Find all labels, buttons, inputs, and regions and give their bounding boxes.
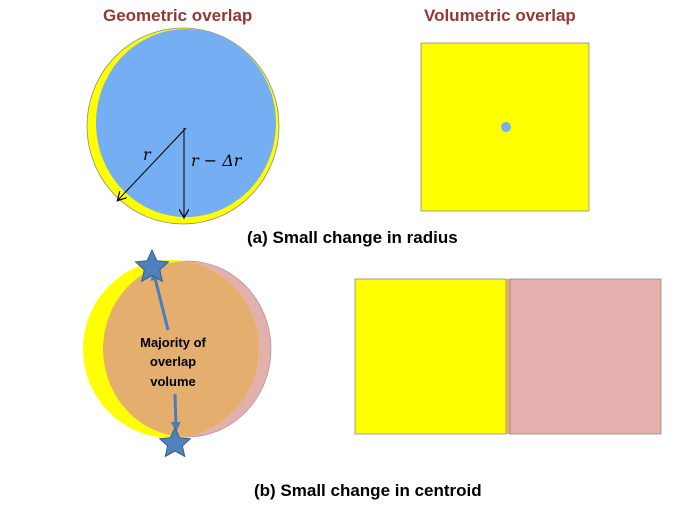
volumetric-rect-yellow [354, 278, 507, 435]
top-star-icon [134, 248, 170, 283]
radius-r-arrow [118, 127, 187, 200]
inner-circle-blue [96, 29, 276, 217]
overlap-region [103, 261, 259, 437]
majority-label-line1: Majority of [140, 335, 206, 350]
arrow-to-bottom-star [170, 393, 181, 432]
label-r: r [143, 145, 152, 164]
volumetric-dot [501, 122, 511, 132]
arrow-to-top-star [150, 270, 170, 331]
majority-label-line2: overlap [150, 354, 196, 369]
caption-b: (b) Small change in centroid [254, 481, 482, 500]
bottom-star-icon [158, 426, 192, 458]
majority-label-line3: volume [150, 374, 196, 389]
label-r-minus-dr: r − Δr [191, 151, 243, 170]
geometric-overlap-title: Geometric overlap [103, 6, 253, 25]
volumetric-overlap-title: Volumetric overlap [424, 6, 576, 25]
volumetric-rect-pink [509, 278, 662, 435]
caption-a: (a) Small change in radius [247, 228, 458, 247]
volumetric-overlap-strip [506, 279, 510, 434]
